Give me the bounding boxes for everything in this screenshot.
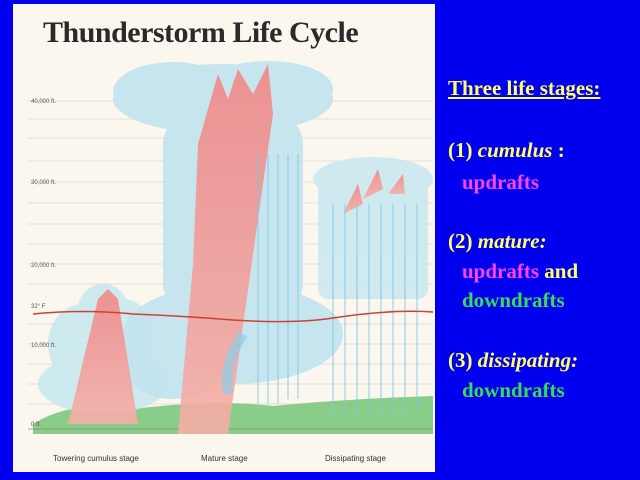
diagram-title: Thunderstorm Life Cycle <box>43 16 359 49</box>
altitude-label: 40,000 ft. <box>31 99 57 105</box>
freezing-level-label: 32° F <box>31 304 46 310</box>
downdraft-arrows <box>257 154 418 416</box>
stage-1-colon: : <box>557 138 565 162</box>
stage-1-name: cumulus <box>477 138 553 162</box>
altitude-label: 10,000 ft. <box>31 343 57 349</box>
stage-2-and: and <box>544 259 579 283</box>
stage-3-line: (3) dissipating: <box>448 346 578 374</box>
stage-label-dissipating: Dissipating stage <box>325 454 386 463</box>
stage-1-number: (1) <box>448 138 473 162</box>
stage-1-updrafts: updrafts <box>462 170 540 194</box>
stage-3-name: dissipating: <box>477 348 579 372</box>
stage-label-cumulus: Towering cumulus stage <box>53 454 139 463</box>
stage-2-updrafts: updrafts <box>462 259 540 283</box>
stage-3-number: (3) <box>448 348 473 372</box>
altitude-label: 0 ft. <box>31 422 42 428</box>
stage-2-detail: updrafts and <box>462 257 578 285</box>
stage-2-downdrafts: downdrafts <box>462 288 565 312</box>
stage-3-downdrafts: downdrafts <box>462 378 565 402</box>
updraft-arrows <box>68 64 405 434</box>
stage-2-line: (2) mature: <box>448 227 547 255</box>
panel-heading: Three life stages: <box>448 76 601 100</box>
storm-illustration <box>28 61 434 434</box>
stage-2-number: (2) <box>448 229 473 253</box>
stage-2-name: mature: <box>477 229 547 253</box>
dissipating-cloud <box>313 157 433 299</box>
freezing-level-line <box>32 310 434 323</box>
altitude-label: 20,000 ft. <box>31 263 57 269</box>
altitude-label: 30,000 ft. <box>31 180 57 186</box>
stage-1-line: (1) cumulus : <box>448 136 565 164</box>
downdraft-curl <box>222 331 248 395</box>
stage-label-mature: Mature stage <box>201 454 248 463</box>
thunderstorm-diagram: Thunderstorm Life Cycle 40,000 ft. 30,00… <box>13 4 435 472</box>
